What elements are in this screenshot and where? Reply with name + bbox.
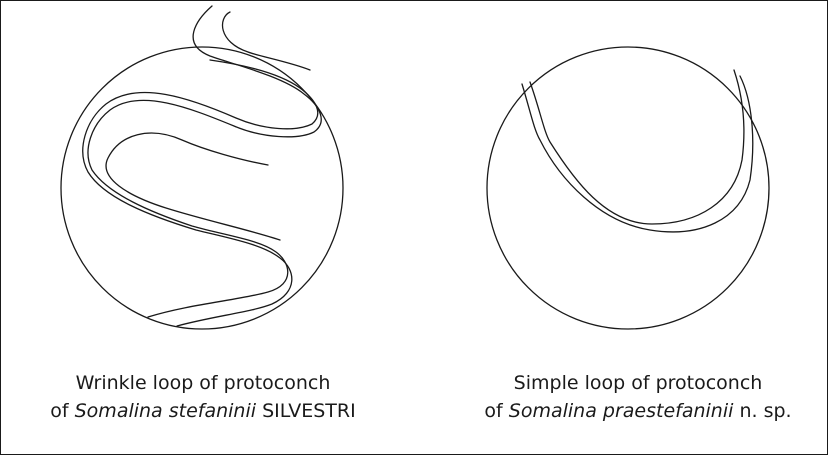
right-caption-line2: of Somalina praestefaninii n. sp. bbox=[468, 397, 808, 425]
right-caption: Simple loop of protoconch of Somalina pr… bbox=[468, 369, 808, 425]
right-protoconch-diagram bbox=[486, 46, 770, 330]
left-caption-line2: of Somalina stefaninii SILVESTRI bbox=[33, 397, 373, 425]
right-caption-line1: Simple loop of protoconch bbox=[513, 372, 763, 394]
left-caption: Wrinkle loop of protoconch of Somalina s… bbox=[33, 369, 373, 425]
left-caption-author: SILVESTRI bbox=[256, 400, 356, 422]
left-loop-inner-curve bbox=[82, 59, 319, 327]
left-caption-prefix: of bbox=[50, 400, 75, 422]
left-caption-species: Somalina stefaninii bbox=[74, 400, 257, 422]
right-caption-species: Somalina praestefaninii bbox=[508, 400, 734, 422]
left-loop-outer-curve bbox=[87, 5, 322, 318]
left-loop-mid-curve bbox=[105, 132, 281, 241]
right-loop-inner-curve bbox=[529, 69, 745, 225]
right-loop-outer-curve bbox=[521, 75, 754, 233]
right-caption-prefix: of bbox=[484, 400, 509, 422]
left-loop-upper-curve bbox=[222, 11, 311, 71]
left-caption-line1: Wrinkle loop of protoconch bbox=[75, 372, 331, 394]
right-caption-author: n. sp. bbox=[733, 400, 792, 422]
right-protoconch-outline bbox=[486, 46, 770, 330]
left-protoconch-diagram bbox=[60, 5, 344, 330]
left-protoconch-outline bbox=[60, 46, 344, 330]
